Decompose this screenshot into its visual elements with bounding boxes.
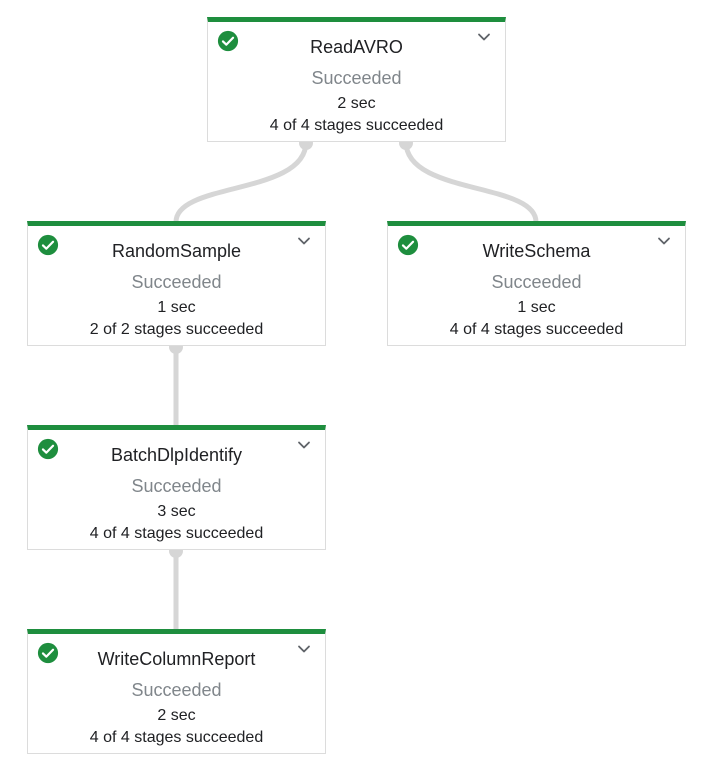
check-circle-icon (37, 438, 59, 460)
step-status: Succeeded (131, 272, 222, 292)
step-stages-summary: 4 of 4 stages succeeded (269, 117, 444, 134)
step-duration: 2 sec (337, 95, 376, 112)
step-stages-summary: 2 of 2 stages succeeded (89, 321, 264, 338)
step-stages-summary: 4 of 4 stages succeeded (89, 525, 264, 542)
pipeline-step-randomsample[interactable]: RandomSample Succeeded 1 sec 2 of 2 stag… (27, 221, 326, 346)
step-status: Succeeded (491, 272, 582, 292)
chevron-down-icon[interactable] (477, 30, 491, 44)
edge-readavro-writeschema (403, 141, 539, 223)
check-circle-icon (397, 234, 419, 256)
edge-readavro-randomsample (173, 141, 309, 223)
pipeline-step-writeschema[interactable]: WriteSchema Succeeded 1 sec 4 of 4 stage… (387, 221, 686, 346)
chevron-down-icon[interactable] (657, 234, 671, 248)
step-status: Succeeded (311, 68, 402, 88)
step-duration: 2 sec (157, 707, 196, 724)
pipeline-step-writecolumnreport[interactable]: WriteColumnReport Succeeded 2 sec 4 of 4… (27, 629, 326, 754)
check-circle-icon (37, 642, 59, 664)
check-circle-icon (217, 30, 239, 52)
step-status: Succeeded (131, 476, 222, 496)
chevron-down-icon[interactable] (297, 642, 311, 656)
step-name: RandomSample (111, 241, 242, 261)
pipeline-step-readavro[interactable]: ReadAVRO Succeeded 2 sec 4 of 4 stages s… (207, 17, 506, 142)
step-stages-summary: 4 of 4 stages succeeded (89, 729, 264, 746)
chevron-down-icon[interactable] (297, 234, 311, 248)
step-stages-summary: 4 of 4 stages succeeded (449, 321, 624, 338)
step-status: Succeeded (131, 680, 222, 700)
check-circle-icon (37, 234, 59, 256)
step-name: ReadAVRO (310, 37, 403, 57)
step-name: BatchDlpIdentify (110, 445, 243, 465)
step-name: WriteSchema (482, 241, 591, 261)
step-duration: 3 sec (157, 503, 196, 520)
step-name: WriteColumnReport (97, 649, 256, 669)
step-duration: 1 sec (157, 299, 196, 316)
chevron-down-icon[interactable] (297, 438, 311, 452)
pipeline-step-batchdlpidentify[interactable]: BatchDlpIdentify Succeeded 3 sec 4 of 4 … (27, 425, 326, 550)
step-duration: 1 sec (517, 299, 556, 316)
